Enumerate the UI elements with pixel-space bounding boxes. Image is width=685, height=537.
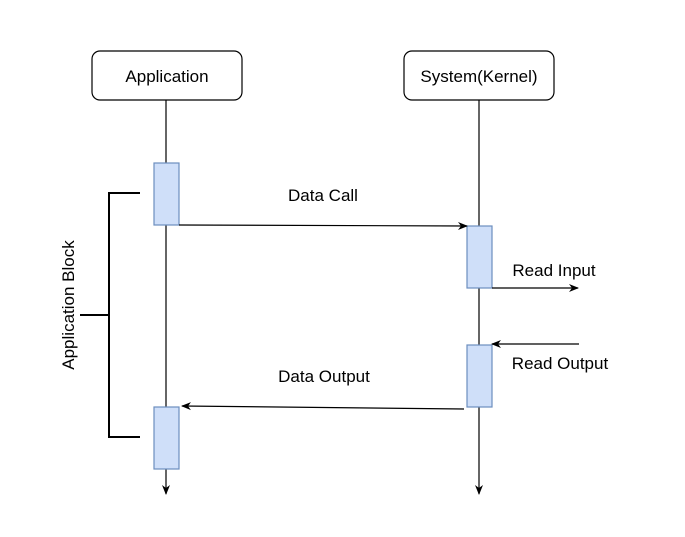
activation-application-1 (153, 162, 180, 226)
data-call-label: Data Call (288, 186, 358, 205)
participant-system: System(Kernel) (403, 50, 555, 101)
activation-system-2 (466, 344, 493, 408)
data-call-arrow (178, 221, 468, 230)
read-output-label: Read Output (512, 354, 609, 373)
participant-application: Application (91, 50, 243, 101)
application-block-label: Application Block (59, 240, 78, 370)
participant-system-label: System(Kernel) (420, 67, 537, 86)
read-input-label: Read Input (512, 261, 595, 280)
participant-application-label: Application (125, 67, 208, 86)
activation-system-1 (466, 225, 493, 289)
data-output-arrow (181, 402, 465, 411)
data-output-label: Data Output (278, 367, 370, 386)
application-block-bracket (80, 192, 140, 438)
activation-application-2 (153, 406, 180, 470)
